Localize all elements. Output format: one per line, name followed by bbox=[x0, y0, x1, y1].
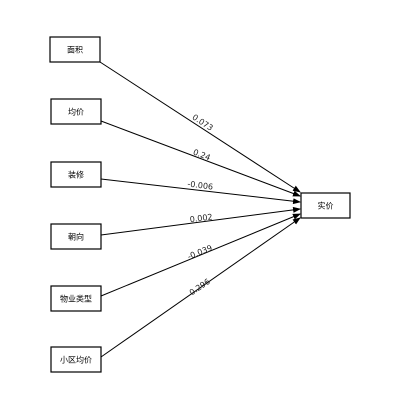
coef-decoration: -0.006 bbox=[187, 179, 214, 191]
factor-label-decoration: 装修 bbox=[68, 170, 84, 180]
factor-node-avg-price: 均价 bbox=[50, 98, 102, 125]
factor-label-community-avg-price: 小区均价 bbox=[60, 355, 92, 365]
edge-property-type bbox=[100, 213, 301, 297]
edge-decoration bbox=[100, 178, 301, 205]
factor-node-community-avg-price: 小区均价 bbox=[50, 346, 102, 373]
edge-avg-price bbox=[100, 120, 301, 197]
factor-label-orientation: 朝向 bbox=[68, 232, 84, 242]
coef-avg-price: 0.24 bbox=[192, 148, 212, 163]
target-label: 实价 bbox=[318, 201, 334, 211]
factor-node-decoration: 装修 bbox=[50, 161, 102, 188]
coef-community-avg-price: 0.296 bbox=[188, 277, 212, 297]
factor-node-area: 面积 bbox=[49, 36, 101, 63]
coef-property-type: -0.039 bbox=[186, 243, 213, 261]
factor-label-property-type: 物业类型 bbox=[60, 294, 92, 304]
factor-node-orientation: 朝向 bbox=[50, 223, 102, 250]
edge-orientation bbox=[100, 206, 301, 236]
coefficient-labels: 0.073 0.24 -0.006 0.002 -0.039 0.296 bbox=[186, 113, 214, 298]
factor-node-property-type: 物业类型 bbox=[50, 285, 102, 312]
coef-orientation: 0.002 bbox=[189, 212, 213, 224]
edges bbox=[99, 61, 301, 358]
factor-label-area: 面积 bbox=[67, 45, 83, 55]
target-node: 实价 bbox=[300, 192, 351, 219]
edge-area bbox=[99, 61, 301, 193]
edge-community-avg-price bbox=[100, 217, 301, 358]
factor-label-avg-price: 均价 bbox=[68, 107, 84, 117]
